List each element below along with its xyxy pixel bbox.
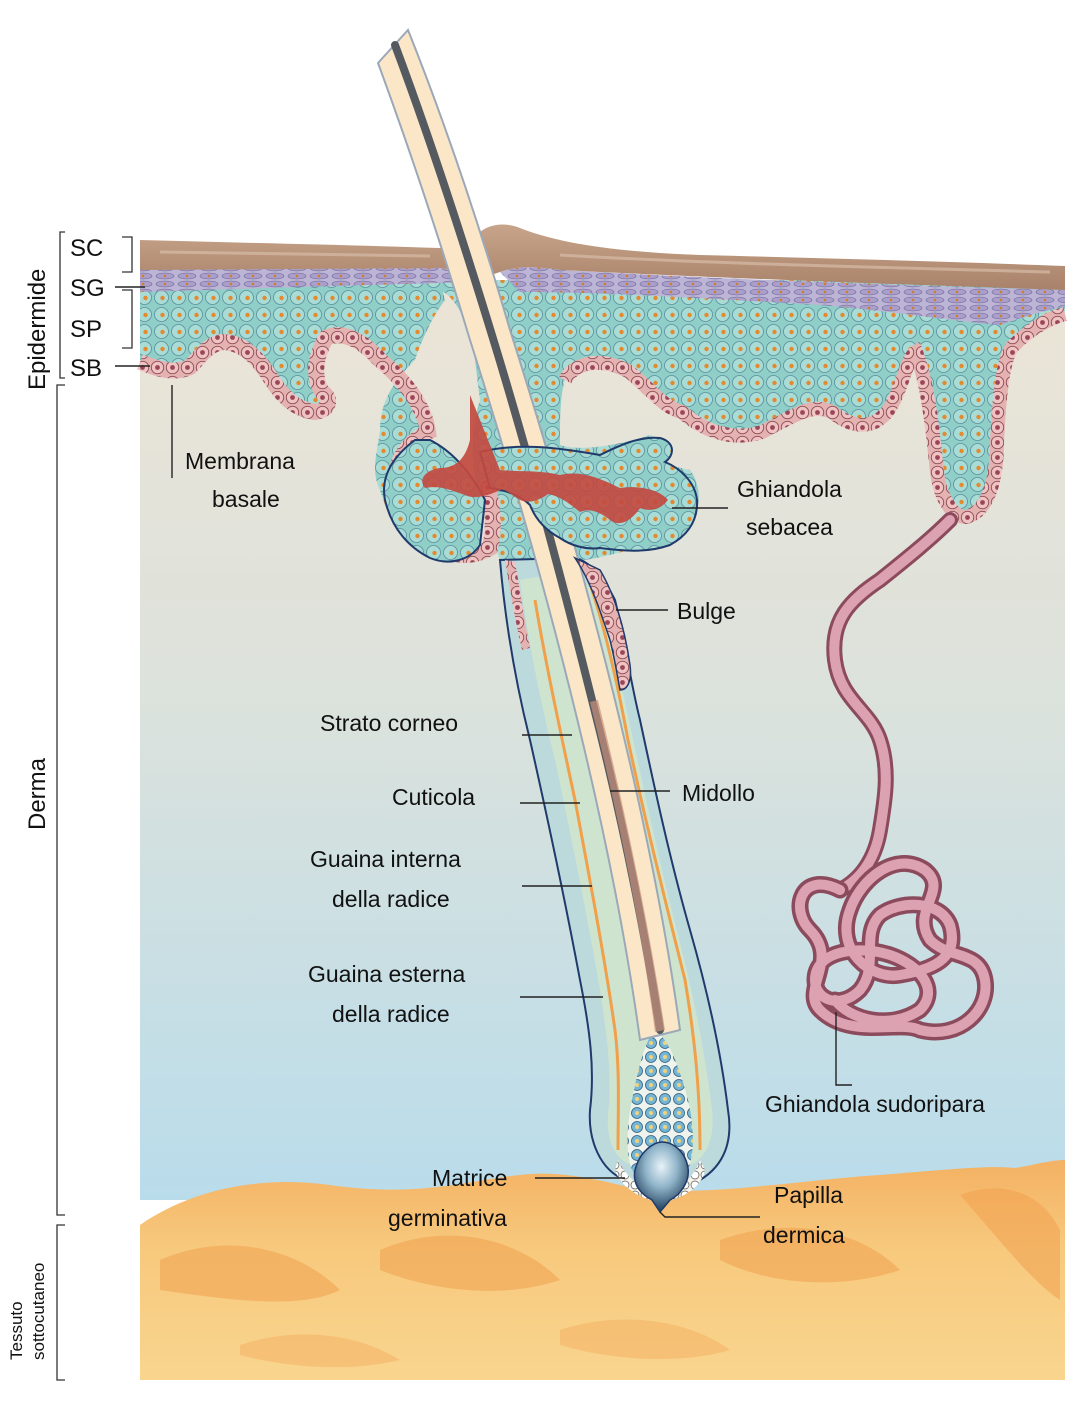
midollo-label: Midollo: [682, 780, 755, 806]
fat-lobule-shading: [160, 1188, 1060, 1302]
guaina-est-label-2: della radice: [332, 1001, 450, 1027]
ghiandola-seb-label-2: sebacea: [746, 514, 833, 540]
matrice-label-1: Matrice: [432, 1165, 507, 1191]
guaina-est-label-1: Guaina esterna: [308, 961, 465, 987]
hair-shaft: [376, 28, 682, 1042]
sweat-gland-coil: [791, 855, 994, 1041]
fat-lobule-shading-2: [240, 1319, 730, 1368]
cuticle-line-right: [583, 569, 702, 1151]
dermal-papilla: [633, 1141, 689, 1214]
subcutis-label-line2: sottocutaneo: [29, 1263, 48, 1360]
bulge-label: Bulge: [677, 598, 736, 624]
granular-layer: [140, 268, 470, 292]
stratum-sc-label: SC: [70, 235, 103, 262]
ghiandola-sud-leader: [835, 1012, 852, 1086]
sebum: [422, 395, 668, 524]
papilla-label-1: Papilla: [774, 1182, 843, 1208]
membrana-label-1: Membrana: [185, 448, 295, 474]
ghiandola-seb-label-1: Ghiandola: [737, 476, 842, 502]
stratum-sb-label: SB: [70, 355, 102, 382]
cuticle-line-left: [533, 599, 620, 1151]
papilla-leader: [659, 1211, 760, 1218]
membrana-label-2: basale: [212, 486, 280, 512]
sweat-gland-duct-inner: [829, 515, 955, 895]
stratum-sg-label: SG: [70, 275, 105, 302]
basal-layer-right: [558, 307, 1067, 525]
papilla-label-2: dermica: [763, 1222, 845, 1248]
bulge-cells-left: [505, 560, 530, 650]
hair-cortex-lower: [590, 700, 665, 1032]
bulge-cells: [572, 556, 632, 691]
guaina-int-label-1: Guaina interna: [310, 846, 461, 872]
granular-layer-right: [500, 267, 1065, 325]
stratum-sp-label: SP: [70, 316, 102, 343]
epidermis-brackets: [56, 231, 133, 1381]
subcutis-label-line1: Tessuto: [7, 1301, 26, 1360]
strato-corneo-label: Strato corneo: [320, 710, 458, 736]
matrice-label-2: germinativa: [388, 1205, 507, 1231]
dermis-label: Derma: [24, 757, 51, 830]
ghiandola-sud-label: Ghiandola sudoripara: [765, 1091, 985, 1117]
cuticola-label: Cuticola: [392, 784, 475, 810]
epidermis-label: Epidermide: [24, 269, 51, 390]
guaina-int-label-2: della radice: [332, 886, 450, 912]
stratum-corneum-highlight: [159, 250, 1051, 274]
subcutaneous-fat: [140, 1160, 1065, 1380]
